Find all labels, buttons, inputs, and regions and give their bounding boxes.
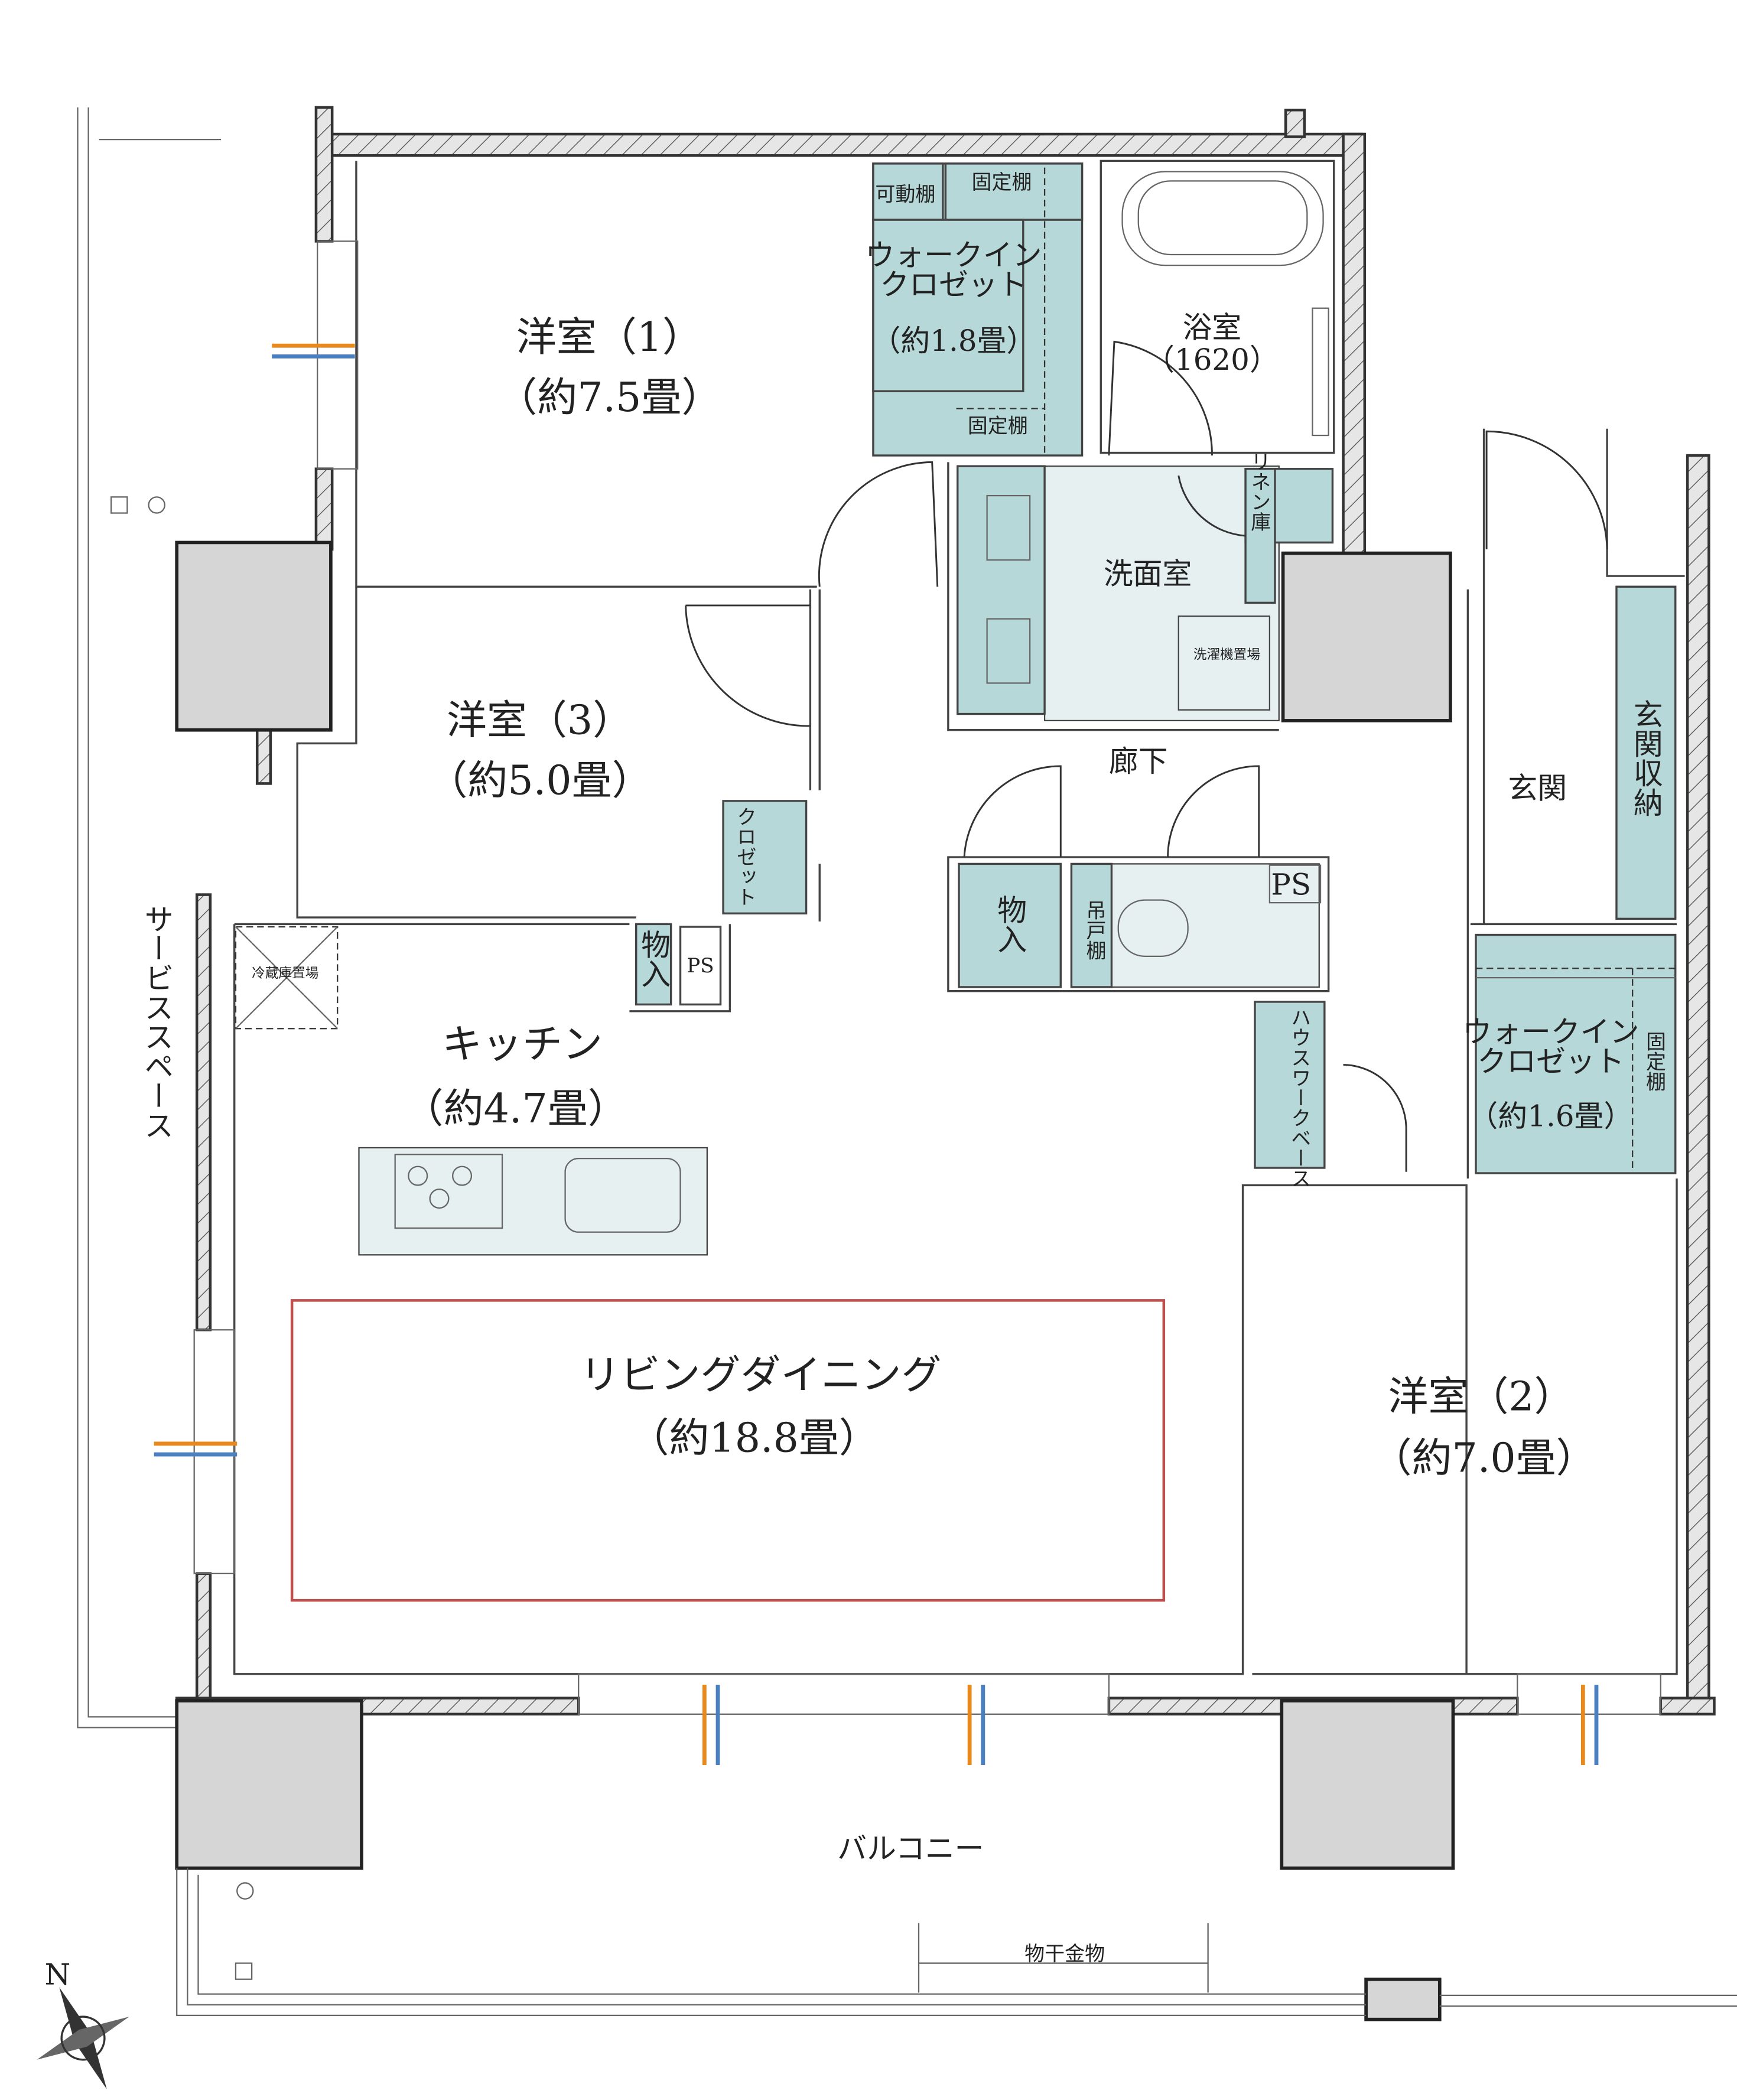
kitchen-size: （約4.7畳）	[404, 1086, 628, 1132]
service-space-outline	[77, 107, 222, 1728]
ps-label: PS	[1271, 868, 1311, 902]
room-size: （約7.0畳）	[1372, 1435, 1596, 1482]
washroom-label: 洗面室	[1104, 557, 1192, 591]
balcony-label: バルコニー	[837, 1832, 984, 1866]
air-vent-icon	[702, 1684, 720, 1765]
entrance-storage-label: 玄関収納	[1629, 699, 1663, 817]
drying-hardware-label: 物干金物	[1024, 1942, 1105, 1966]
entrance-label: 玄関	[1508, 771, 1567, 805]
service-space-label: サービススペース	[139, 904, 174, 1139]
room-name: 洋室（3）	[447, 698, 633, 744]
housework-base: ハウスワークベース	[1254, 1001, 1407, 1188]
hanging-shelf-label: 吊戸棚	[1082, 900, 1106, 961]
air-vent-icon	[154, 1441, 238, 1457]
kitchen-label: キッチン	[442, 1021, 603, 1068]
fixed-shelf-label: 固定棚	[1642, 1031, 1666, 1092]
bath-label: 浴室	[1183, 311, 1242, 345]
living-dining: リビングダイニング （約18.8畳）	[290, 1299, 1166, 1602]
wic1-label-2: クロゼット	[880, 268, 1027, 302]
storage-label: 物入	[993, 895, 1027, 954]
western-room-1: 洋室（1） （約7.5畳）	[497, 314, 939, 587]
fixed-shelf-label: 固定棚	[972, 171, 1032, 194]
air-vent-icon	[967, 1684, 985, 1765]
ps-label: PS	[687, 954, 714, 978]
wic2-size: （約1.6畳）	[1469, 1099, 1634, 1134]
fridge-space-label: 冷蔵庫置場	[252, 966, 318, 981]
storage-label: 物入	[636, 929, 671, 988]
air-vent-icon	[272, 343, 355, 359]
wic1-size: （約1.8畳）	[871, 324, 1036, 358]
living-size: （約18.8畳）	[629, 1415, 879, 1462]
linen-storage-label: リネン庫	[1247, 451, 1271, 532]
balcony: バルコニー 物干金物	[176, 1832, 1737, 2016]
kitchen-storage: 物入 PS	[635, 923, 722, 1006]
wic1-label-1: ウォークイン	[865, 238, 1042, 272]
toilet-area: 物入 吊戸棚 PS	[958, 765, 1322, 988]
washroom: 洗面室 リネン庫 洗濯機置場	[957, 451, 1334, 722]
western-room-2: 洋室（2） （約7.0畳）	[1372, 1373, 1596, 1482]
wic2-label-1: ウォークイン	[1462, 1015, 1639, 1049]
closet: クロゼット	[722, 800, 808, 914]
room-name: 洋室（1）	[516, 314, 702, 361]
hallway-label: 廊下	[1109, 744, 1168, 779]
movable-shelf-label: 可動棚	[875, 183, 935, 206]
closet-label: クロゼット	[733, 806, 756, 907]
interior-walls	[233, 161, 1685, 1675]
kitchen: 冷蔵庫置場 キッチン （約4.7畳）	[235, 926, 708, 1256]
room-size: （約7.5畳）	[497, 375, 721, 421]
pillars	[175, 541, 1455, 2021]
bathroom: 浴室 （1620）	[1100, 159, 1335, 456]
entrance: 玄関 玄関収納	[1485, 430, 1677, 920]
windows	[154, 240, 1661, 1765]
compass-icon	[37, 1987, 129, 2089]
fixed-shelf-label: 固定棚	[968, 415, 1028, 438]
room-name: 洋室（2）	[1388, 1373, 1574, 1420]
washer-space-label: 洗濯機置場	[1193, 647, 1260, 663]
air-vent-icon	[1580, 1684, 1599, 1765]
living-label: リビングダイニング	[580, 1352, 942, 1399]
north-label: N	[45, 1958, 71, 1992]
wic2-label-2: クロゼット	[1477, 1044, 1624, 1079]
room-size: （約5.0畳）	[427, 758, 652, 805]
housework-base-label: ハウスワークベース	[1287, 1007, 1311, 1188]
western-room-3: 洋室（3） （約5.0畳）	[427, 604, 811, 805]
bath-size: （1620）	[1145, 343, 1279, 377]
walk-in-closet-1: 可動棚 固定棚 ウォークイン クロゼット （約1.8畳） 固定棚	[865, 162, 1084, 457]
walk-in-closet-2: ウォークイン クロゼット （約1.6畳） 固定棚	[1462, 933, 1677, 1174]
